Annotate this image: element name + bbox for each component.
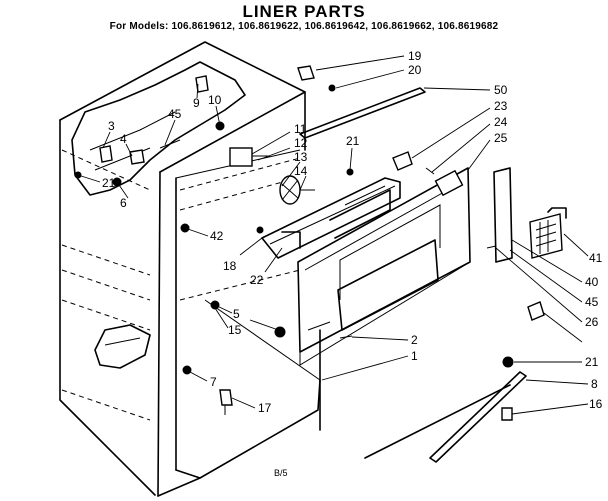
callout-45-top: 45	[168, 107, 182, 121]
callout-15: 15	[228, 323, 242, 337]
leader-lines	[77, 55, 589, 415]
vent-grille	[529, 207, 567, 259]
callout-6: 6	[120, 196, 127, 210]
callout-4: 4	[120, 132, 127, 146]
callout-21-top: 21	[346, 134, 360, 148]
callout-25: 25	[494, 131, 508, 145]
callout-42: 42	[210, 229, 224, 243]
trim-channels	[299, 87, 527, 463]
callout-20: 20	[408, 63, 422, 77]
callout-18: 18	[223, 259, 237, 273]
callout-21-right: 21	[585, 355, 599, 369]
callout-2: 2	[411, 333, 418, 347]
callout-23: 23	[494, 99, 508, 113]
hardware-parts	[74, 65, 545, 421]
callout-5: 5	[233, 307, 240, 321]
callout-labels: 19 20 50 23 24 25 21 11 12 13 14 3 9 10 …	[102, 49, 603, 478]
callout-9: 9	[193, 96, 200, 110]
callout-50: 50	[494, 83, 508, 97]
page-mark: B/5	[274, 468, 288, 478]
callout-16: 16	[589, 397, 603, 411]
callout-40: 40	[585, 275, 599, 289]
callout-17: 17	[258, 401, 272, 415]
callout-8: 8	[591, 377, 598, 391]
callout-14: 14	[294, 164, 308, 178]
callout-26: 26	[585, 315, 599, 329]
callout-1: 1	[411, 349, 418, 363]
callout-12: 12	[294, 136, 308, 150]
callout-22: 22	[250, 273, 264, 287]
callout-21-left: 21	[102, 176, 116, 190]
callout-3: 3	[108, 119, 115, 133]
evaporator-cover-panel	[297, 167, 471, 366]
liner-cabinet	[59, 41, 321, 497]
callout-19: 19	[408, 49, 422, 63]
callout-24: 24	[494, 115, 508, 129]
control-housing	[261, 177, 401, 259]
callout-41: 41	[589, 251, 603, 265]
callout-45-right: 45	[585, 295, 599, 309]
fan-assembly	[180, 147, 315, 310]
callout-7: 7	[210, 375, 217, 389]
callout-11: 11	[294, 122, 307, 136]
callout-10: 10	[208, 93, 222, 107]
diagram-title: LINER PARTS	[242, 2, 366, 21]
model-list: For Models: 106.8619612, 106.8619622, 10…	[109, 21, 499, 32]
callout-13: 13	[294, 150, 308, 164]
